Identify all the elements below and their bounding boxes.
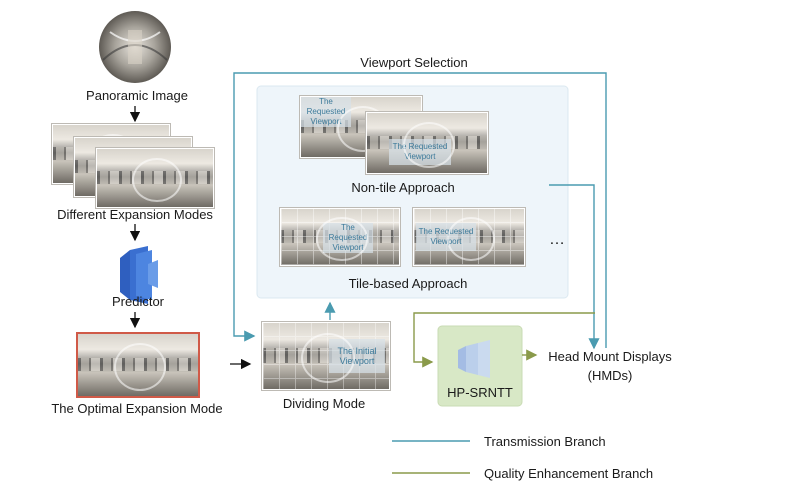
dividing-mode-label: Dividing Mode (282, 396, 366, 411)
non-tile-image-2: The Requested Viewport (366, 112, 488, 174)
dividing-mode-image: The Initial Viewport (262, 322, 390, 390)
predictor-label: Predictor (111, 294, 165, 309)
requested-viewport-overlay: The Requested Viewport (323, 223, 373, 253)
panoramic-image-label: Panoramic Image (86, 88, 188, 103)
expansion-mode-image-3 (96, 148, 214, 208)
different-modes-label: Different Expansion Modes (57, 207, 213, 222)
hmd-label-line2: (HMDs) (587, 368, 633, 383)
requested-viewport-label: The Requested Viewport (328, 223, 368, 252)
requested-viewport-overlay: The Requested Viewport (301, 97, 351, 127)
non-tile-approach-label: Non-tile Approach (351, 180, 455, 195)
legend-qe-label: Quality Enhancement Branch (484, 466, 654, 481)
optimal-expansion-image (76, 332, 200, 398)
requested-viewport-overlay: The Requested Viewport (416, 223, 476, 251)
tile-based-approach-label: Tile-based Approach (348, 276, 468, 291)
panoramic-image (99, 11, 171, 83)
tiles-to-hmd-line (549, 184, 600, 350)
ellipsis-label: … (549, 231, 565, 248)
predictor-icon (120, 246, 158, 304)
hp-srntt-label: HP-SRNTT (447, 385, 513, 400)
tile-image-2: The Requested Viewport (413, 208, 525, 266)
tile-image-1: The Requested Viewport (280, 208, 400, 266)
hp-srntt-network-icon (458, 340, 490, 378)
requested-viewport-label: The Requested Viewport (392, 142, 448, 161)
initial-viewport-label: The Initial Viewport (337, 346, 377, 366)
initial-viewport-overlay: The Initial Viewport (329, 339, 385, 373)
requested-viewport-label: The Requested Viewport (306, 97, 346, 126)
viewport-selection-line (233, 72, 607, 348)
requested-viewport-overlay: The Requested Viewport (389, 139, 451, 165)
hmd-label-line1: Head Mount Displays (548, 349, 672, 364)
viewport-selection-label: Viewport Selection (360, 55, 468, 70)
requested-viewport-label: The Requested Viewport (418, 227, 474, 246)
optimal-mode-label: The Optimal Expansion Mode (51, 401, 223, 416)
qe-line (413, 312, 595, 368)
legend-transmission-label: Transmission Branch (484, 434, 606, 449)
tile-grid (281, 209, 399, 265)
